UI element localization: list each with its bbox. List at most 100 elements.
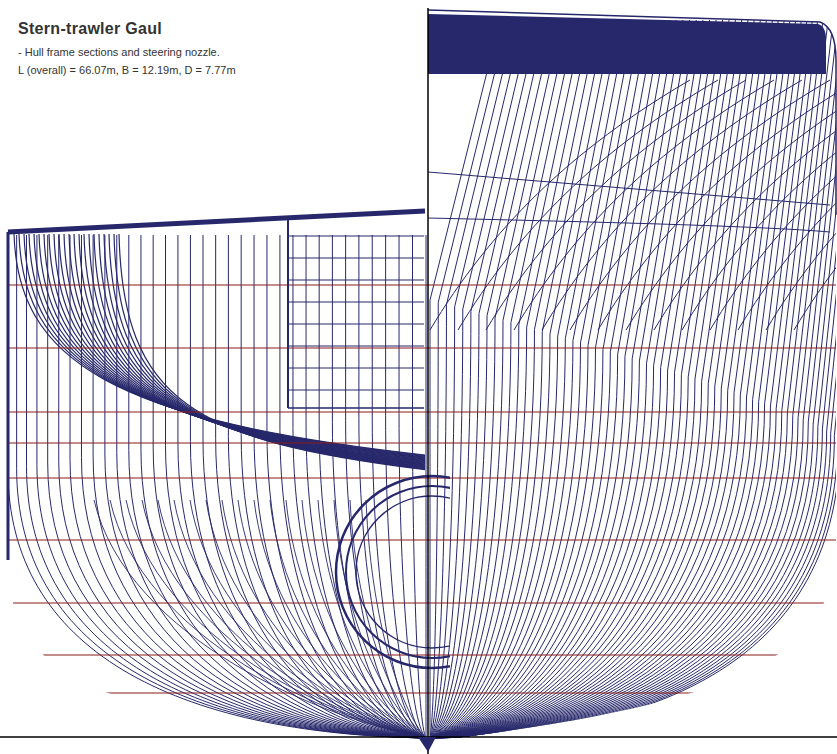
frame-line — [430, 20, 591, 738]
frame-line — [430, 20, 676, 738]
waterline — [428, 654, 837, 655]
note-text: L (overall) = 66.07m, B = 12.19m, D = 7.… — [18, 64, 418, 76]
frame-line — [27, 235, 426, 738]
frame-line — [430, 20, 500, 738]
frame-line — [228, 235, 426, 738]
frame-line — [430, 20, 690, 738]
frame-line — [430, 20, 696, 738]
frame-line — [430, 20, 569, 738]
waterline — [0, 411, 428, 412]
transom-line — [24, 234, 425, 456]
frame-line — [430, 20, 598, 738]
frame-line — [430, 20, 546, 738]
transom-line — [109, 234, 425, 468]
frame-line — [105, 235, 426, 738]
frame-line — [8, 235, 426, 738]
frame-line — [430, 20, 754, 738]
frame-line — [430, 20, 508, 738]
transom-line — [54, 234, 425, 461]
frame-line — [514, 80, 774, 330]
frame-line — [430, 20, 561, 738]
frame-line — [293, 235, 426, 738]
frame-line — [430, 20, 837, 738]
frame-line — [430, 80, 690, 330]
frame-line — [430, 20, 742, 738]
transom-line — [79, 234, 425, 464]
frame-line — [430, 20, 538, 738]
frame-line — [319, 235, 426, 738]
waterline — [428, 477, 837, 478]
frame-line — [430, 20, 818, 738]
frame-line — [430, 20, 760, 738]
frame-line — [190, 500, 426, 738]
frame-line — [430, 20, 710, 738]
frame-line — [306, 235, 426, 738]
frame-line — [430, 20, 837, 738]
steering-nozzle — [336, 476, 450, 668]
frame-line — [430, 20, 605, 738]
frame-line — [17, 235, 426, 738]
transom-line — [29, 234, 425, 457]
transom-line — [39, 234, 425, 459]
waterline — [0, 602, 428, 603]
frame-line — [430, 20, 554, 738]
frame-line — [430, 20, 790, 738]
frame-line — [430, 20, 641, 738]
frame-line — [430, 20, 634, 738]
transom-line — [84, 234, 425, 465]
frame-line — [430, 20, 837, 738]
waterlines — [0, 285, 428, 693]
frame-line — [794, 80, 837, 330]
frame-line — [430, 20, 723, 738]
frame-line — [430, 20, 823, 738]
frame-line — [682, 80, 837, 330]
waterline — [428, 347, 837, 348]
waterline — [0, 442, 428, 443]
bulwark-band — [428, 14, 826, 74]
frame-line — [430, 20, 576, 738]
frame-line — [430, 20, 812, 738]
transom-line — [34, 234, 425, 458]
transom-line — [119, 234, 425, 470]
aft-deck — [8, 211, 425, 232]
frame-line — [366, 500, 426, 738]
frame-line — [430, 20, 837, 738]
waterline — [428, 602, 837, 603]
frame-line — [129, 235, 426, 738]
frame-line — [430, 20, 735, 738]
frame-line — [286, 500, 426, 738]
waterline — [0, 347, 428, 348]
frame-line — [570, 80, 830, 330]
waterline — [428, 284, 837, 285]
waterline — [428, 692, 837, 693]
transom-line — [49, 234, 425, 460]
sheer-line — [428, 218, 830, 232]
frame-line — [430, 20, 837, 738]
text-block: Stern-trawler Gaul- Hull frame sections … — [18, 10, 418, 76]
frame-line — [430, 20, 837, 738]
frame-line — [430, 20, 833, 738]
title: Stern-trawler Gaul — [18, 20, 418, 38]
frame-line — [430, 20, 583, 738]
frame-line — [430, 20, 766, 738]
frame-line — [430, 20, 807, 738]
frame-line — [486, 80, 746, 330]
transom-line — [89, 234, 425, 466]
frame-line — [430, 20, 703, 738]
waterline — [0, 477, 428, 478]
frame-line — [430, 20, 796, 738]
frame-line — [203, 235, 426, 738]
frame-line — [142, 500, 426, 738]
fore-sections — [430, 20, 837, 738]
frame-line — [430, 20, 837, 738]
frame-line — [430, 20, 648, 738]
frame-line — [216, 235, 426, 738]
frame-line — [117, 235, 426, 738]
frame-line — [430, 20, 837, 738]
centreline — [427, 8, 429, 754]
frame-line — [153, 235, 426, 738]
frame-line — [430, 20, 613, 738]
frame-line — [59, 235, 426, 738]
frame-line — [626, 80, 837, 330]
